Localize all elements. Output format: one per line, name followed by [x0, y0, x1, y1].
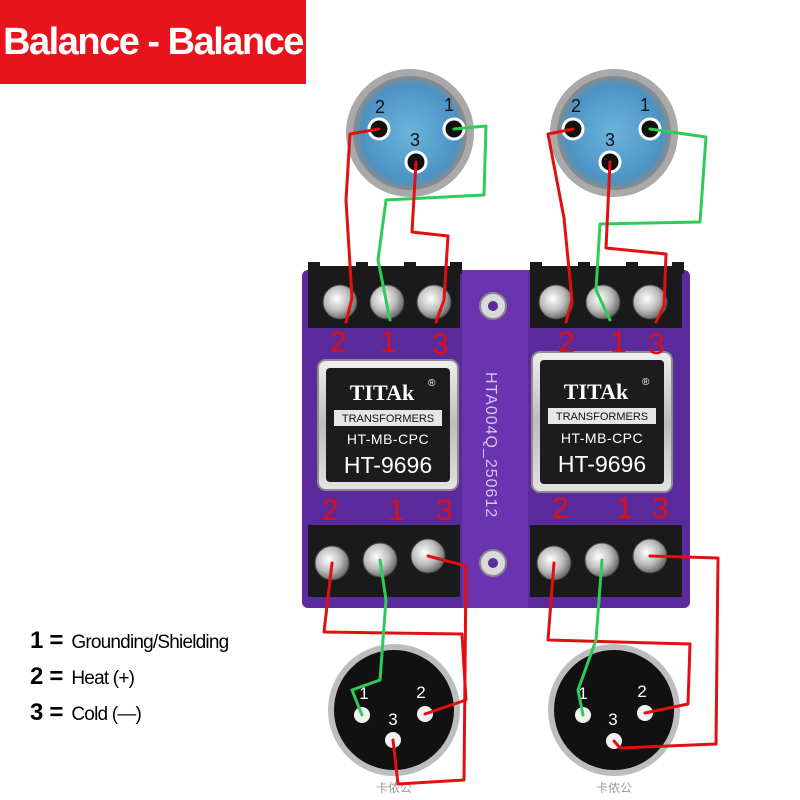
legend-number: 1	[30, 627, 44, 654]
transformer-left: TITAk ® TRANSFORMERS HT-MB-CPC HT-9696	[317, 359, 459, 491]
wires-top-right	[546, 127, 708, 324]
mount-hole-top-inner	[488, 301, 498, 311]
terminal-label: 2	[552, 492, 569, 525]
wire-heat	[546, 561, 692, 715]
connector-caption: 卡侬公	[596, 781, 632, 795]
registered-mark: ®	[642, 377, 650, 388]
wire-ground	[376, 124, 488, 322]
xlr-pin-label: 2	[416, 683, 425, 702]
xlr-pin-label: 1	[444, 95, 454, 115]
xlr-female-right: 2 1 3	[550, 69, 678, 197]
transformer-series: HT-MB-CPC	[561, 430, 643, 446]
legend-number: 2	[30, 663, 44, 690]
screw-terminal	[416, 284, 452, 320]
transformer-brand: TITAk	[564, 379, 629, 404]
terminal-labels-bottom-right: 2 1 3	[552, 492, 669, 525]
terminal-label: 2	[322, 494, 339, 527]
board-label: HTA004Q_250612	[482, 372, 499, 518]
terminal-block-bottom-right	[530, 525, 682, 597]
xlr-pin-label: 3	[605, 130, 615, 150]
xlr-pin-label: 1	[359, 684, 368, 703]
wire-ground	[594, 127, 708, 322]
transformer-right: TITAk ® TRANSFORMERS HT-MB-CPC HT-9696	[531, 351, 673, 493]
legend-row-cold: 3= Cold (—)	[30, 696, 142, 730]
wire-ground	[350, 558, 388, 717]
xlr-pin-label: 3	[410, 130, 420, 150]
wire-cold	[612, 554, 720, 750]
title-banner: Balance - Balance	[0, 0, 306, 84]
xlr-pin-label: 2	[375, 97, 385, 117]
transformer-model: HT-9696	[558, 451, 646, 477]
wires-bottom-right	[546, 554, 720, 750]
wire-cold	[391, 554, 468, 786]
legend-equals: =	[49, 699, 64, 726]
legend-equals: =	[49, 627, 64, 654]
registered-mark: ®	[428, 378, 436, 389]
legend-row-heat: 2= Heat (+)	[30, 660, 135, 694]
page-title: Balance - Balance	[3, 21, 304, 63]
wire-heat	[546, 127, 575, 324]
transformer-model: HT-9696	[344, 452, 432, 478]
wire-ground	[576, 558, 604, 717]
legend-equals: =	[49, 663, 64, 690]
terminal-labels-top-right: 2 1 3	[558, 326, 665, 361]
terminal-block-top-right	[530, 262, 684, 328]
xlr-pin-label: 3	[388, 710, 397, 729]
xlr-female-left: 2 1 3	[346, 69, 474, 197]
terminal-label: 2	[330, 326, 347, 359]
screw-terminal	[632, 284, 668, 320]
transformer-series: HT-MB-CPC	[347, 431, 429, 447]
legend-number: 3	[30, 699, 44, 726]
legend-row-ground: 1= Grounding/Shielding	[30, 624, 229, 658]
transformer-brand: TITAk	[350, 380, 415, 405]
transformer-type: TRANSFORMERS	[342, 413, 434, 425]
terminal-labels-bottom-left: 2 1 3	[322, 494, 453, 527]
wire-heat	[344, 127, 381, 324]
wire-heat	[322, 561, 468, 716]
terminal-label: 3	[652, 492, 669, 525]
terminal-label: 1	[388, 494, 405, 527]
xlr-male-right: 1 2 3 卡侬公	[548, 644, 680, 795]
wires-top-left	[344, 124, 488, 324]
terminal-label: 1	[616, 492, 633, 525]
terminal-label: 1	[380, 326, 397, 359]
terminal-label: 3	[432, 328, 449, 361]
terminal-label: 1	[610, 326, 627, 359]
pin-legend: 1=Grounding/Shielding 2=Heat (+) 3=Cold …	[30, 620, 290, 730]
xlr-pin-label: 1	[578, 684, 587, 703]
terminal-label: 3	[648, 328, 665, 361]
xlr-pin-label: 1	[640, 95, 650, 115]
wire-cold	[604, 160, 668, 324]
mount-hole-bottom-inner	[488, 558, 498, 568]
xlr-pin-label: 2	[571, 96, 581, 116]
transformer-type: TRANSFORMERS	[556, 411, 648, 423]
xlr-pin-label: 2	[637, 682, 646, 701]
legend-description: Heat (+)	[71, 668, 135, 689]
xlr-male-left: 1 2 3 卡侬公	[328, 644, 460, 795]
wire-cold	[410, 160, 450, 324]
wires-bottom-left	[322, 554, 468, 786]
terminal-labels-top-left: 2 1 3	[330, 326, 449, 361]
terminal-label: 2	[558, 326, 575, 359]
legend-description: Grounding/Shielding	[71, 632, 229, 653]
xlr-pin-label: 3	[608, 710, 617, 729]
legend-description: Cold (—)	[71, 704, 141, 725]
terminal-label: 3	[436, 494, 453, 527]
